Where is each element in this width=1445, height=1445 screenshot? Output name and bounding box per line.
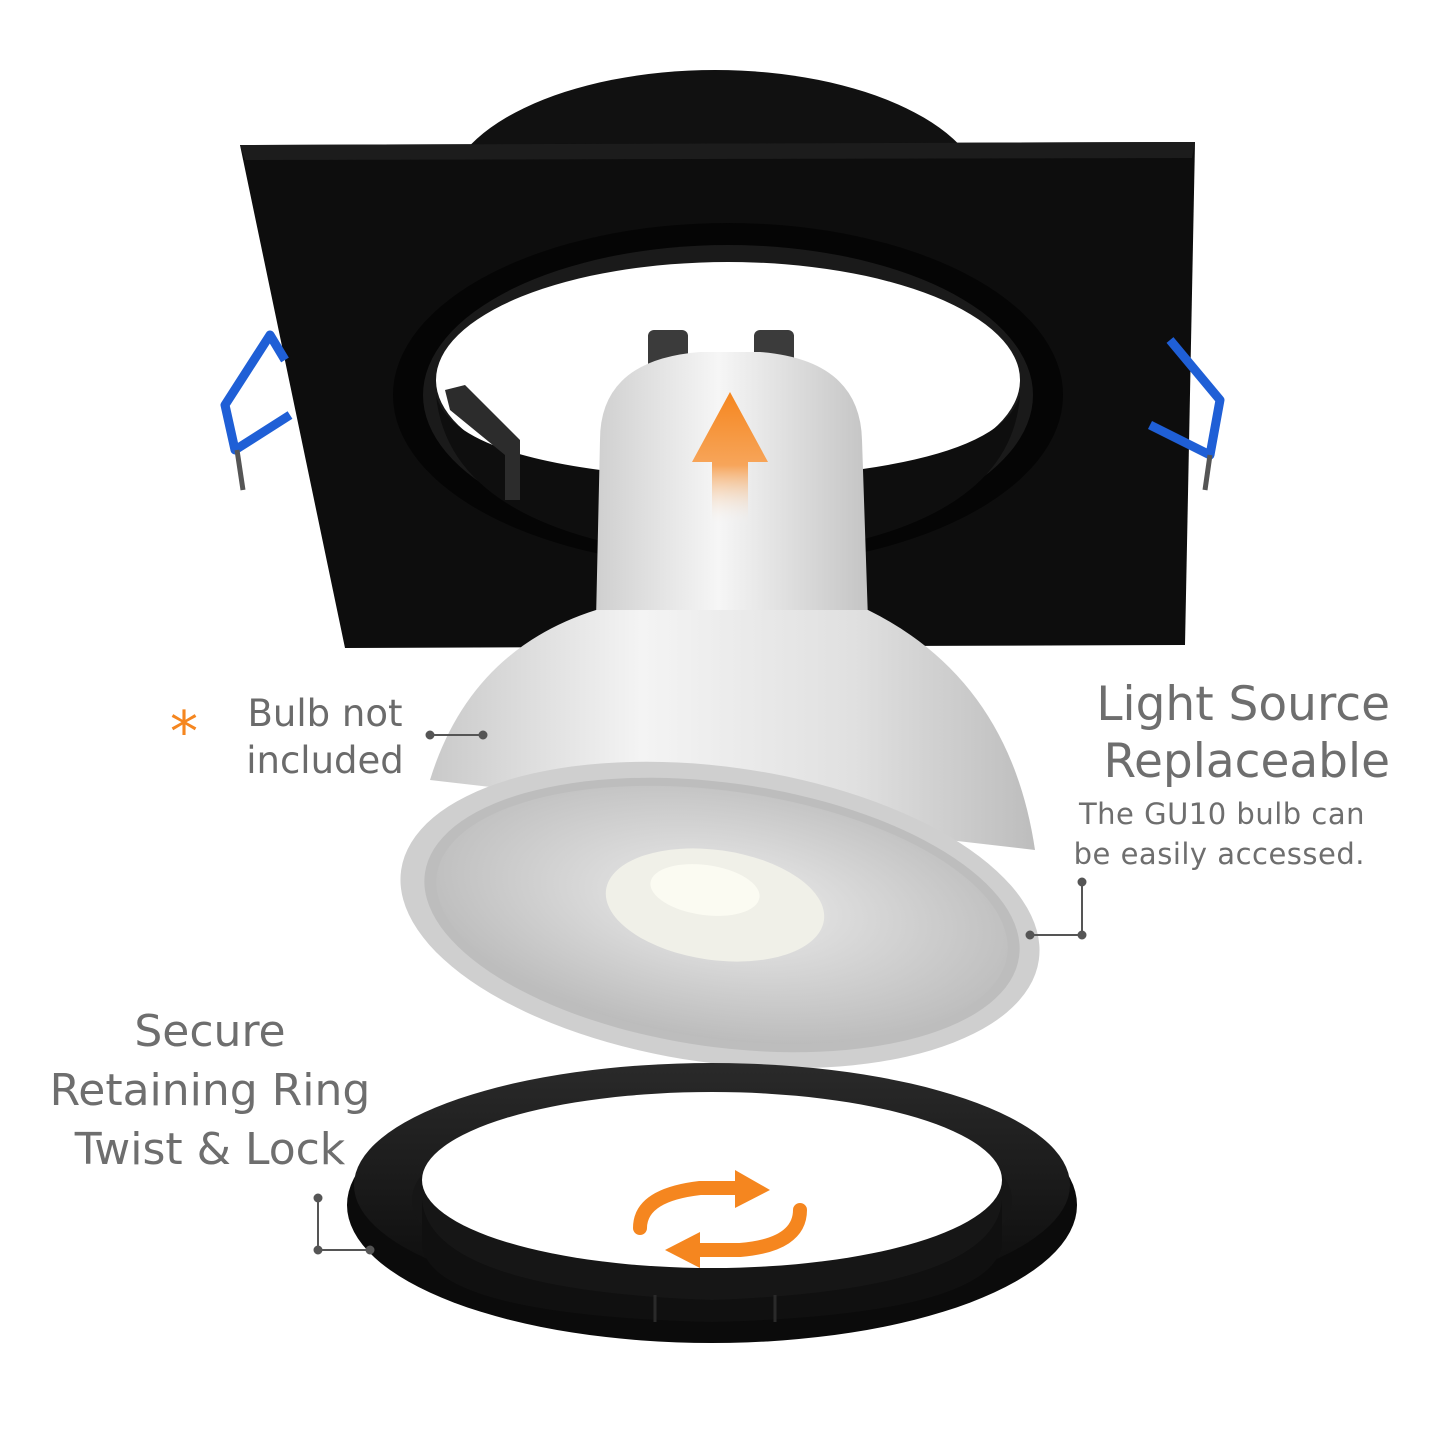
light-sub-line1: The GU10 bulb can	[1078, 797, 1365, 831]
spring-clip-left	[220, 330, 293, 491]
callout-light-source	[1025, 877, 1087, 940]
light-sub-line2: be easily accessed.	[1073, 837, 1365, 871]
bulb-not-included-note: Bulb not included	[225, 690, 425, 784]
light-source-title: Light Source Replaceable	[1030, 676, 1390, 790]
light-title-line1: Light Source	[1096, 677, 1390, 732]
twist-rotate-icon	[633, 1170, 807, 1268]
bulb-note-line2: included	[246, 739, 404, 782]
callout-bulb	[425, 730, 488, 740]
retaining-ring-title: Secure Retaining Ring Twist & Lock	[40, 1002, 380, 1179]
ring-line3: Twist & Lock	[74, 1124, 346, 1175]
ring-line2: Retaining Ring	[49, 1065, 371, 1116]
light-title-line2: Replaceable	[1103, 734, 1390, 789]
retaining-ring	[347, 1063, 1077, 1343]
gu10-bulb	[400, 330, 1040, 1069]
asterisk-icon: *	[170, 700, 198, 765]
spring-clip-right	[1147, 337, 1225, 491]
bulb-note-line1: Bulb not	[247, 692, 403, 735]
light-source-description: The GU10 bulb can be easily accessed.	[1020, 794, 1365, 874]
callout-retaining-ring	[313, 1193, 375, 1255]
ring-line1: Secure	[134, 1006, 286, 1057]
up-arrow-icon	[692, 392, 768, 525]
